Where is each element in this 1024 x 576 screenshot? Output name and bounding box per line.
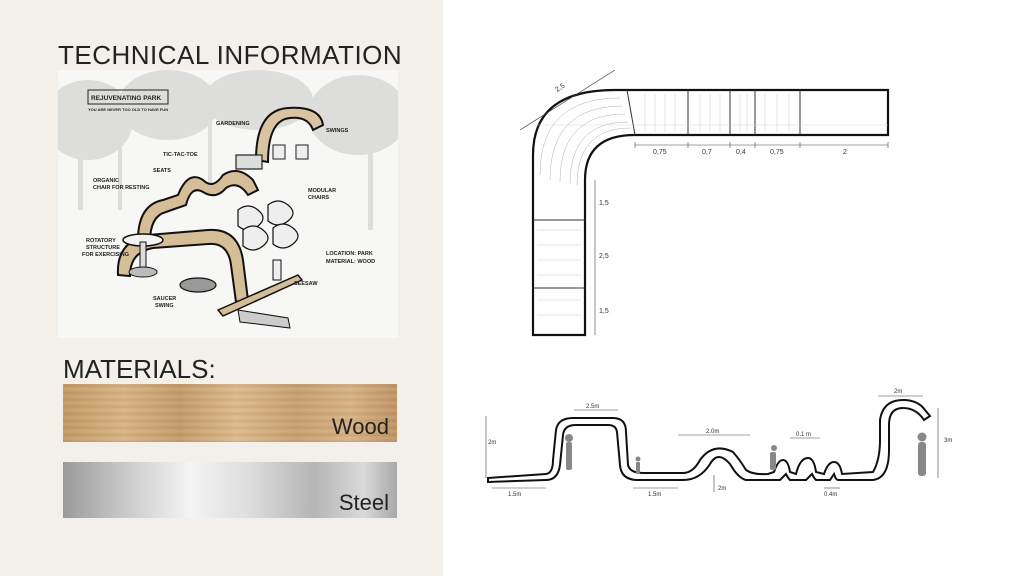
section-dimension-top-left: 2.5m [586, 404, 599, 410]
label-seats: SEATS [153, 168, 171, 174]
sketch-heading: REJUVENATING PARK [91, 95, 161, 102]
plan-side-dimension-3: 1,5 [599, 308, 609, 315]
wood-swatch: Wood [63, 384, 397, 442]
label-organic-chair: ORGANIC [93, 178, 119, 184]
label-modular-chairs-2: CHAIRS [308, 195, 329, 201]
plan-side-dimension-2: 2,5 [599, 253, 609, 260]
park-sketch: REJUVENATING PARK YOU ARE NEVER TOO OLD … [58, 70, 398, 338]
label-rotatory-2: STRUCTURE [86, 245, 120, 251]
section-dimension-mid-top: 2.0m [706, 429, 719, 435]
plan-diagonal-dimension: 2,5 [554, 83, 566, 94]
plan-side-dimension-1: 1,5 [599, 200, 609, 207]
label-tic-tac-toe: TIC-TAC-TOE [163, 152, 198, 158]
plan-top-dimension-3: 0,4 [736, 149, 746, 156]
label-modular-chairs: MODULAR [308, 188, 336, 194]
section-dimension-small-bottom: 0.4m [824, 492, 837, 498]
label-organic-chair-2: CHAIR FOR RESTING [93, 185, 150, 191]
section-view-drawing: 2m 2.5m 1.5m 1.5m 2.0m 2m 0.1 m 0.4m 2m … [485, 389, 952, 498]
plan-top-dimension-2: 0,7 [702, 149, 712, 156]
page-title: TECHNICAL INFORMATION [58, 40, 403, 70]
human-figures [565, 432, 927, 476]
label-saucer-swing: SAUCER [153, 296, 176, 302]
sketch-subheading: YOU ARE NEVER TOO OLD TO HAVE FUN [88, 107, 168, 112]
section-dimension-height-left: 2m [488, 440, 496, 446]
plan-top-dimension-4: 0,75 [770, 149, 784, 156]
label-swings: SWINGS [326, 128, 349, 134]
label-material: MATERIAL: WOOD [326, 259, 375, 265]
label-gardening: GARDENING [216, 121, 250, 127]
section-dimension-mid-arrow: 2m [718, 486, 726, 492]
wood-label: Wood [331, 414, 389, 439]
materials-title: MATERIALS: [63, 354, 216, 384]
section-dimension-right-top: 2m [894, 389, 902, 395]
section-dimension-small-top: 0.1 m [796, 432, 811, 438]
label-rotatory: ROTATORY [86, 238, 116, 244]
steel-swatch: Steel [63, 462, 397, 518]
park-sketch-drawing: REJUVENATING PARK YOU ARE NEVER TOO OLD … [58, 70, 398, 329]
steel-label: Steel [338, 490, 389, 515]
label-seesaw: SEESAW [294, 281, 318, 287]
plan-top-dimension-1: 0,75 [653, 149, 667, 156]
label-rotatory-3: FOR EXERCISING [82, 252, 129, 258]
plan-top-dimension-5: 2 [843, 149, 847, 156]
label-location: LOCATION: PARK [326, 251, 373, 257]
plan-view-drawing: 2,5 0,75 0,7 0,4 0,75 2 1,5 2,5 1,5 [519, 70, 890, 337]
label-saucer-swing-2: SWING [155, 303, 174, 309]
section-dimension-height-right: 3m [944, 438, 952, 444]
sketch-heading-box [87, 89, 169, 105]
plan-outline [531, 88, 890, 337]
section-outline [487, 398, 932, 484]
section-dimension-bottom-left: 1.5m [508, 492, 521, 498]
section-dimension-bottom-mid: 1.5m [648, 492, 661, 498]
